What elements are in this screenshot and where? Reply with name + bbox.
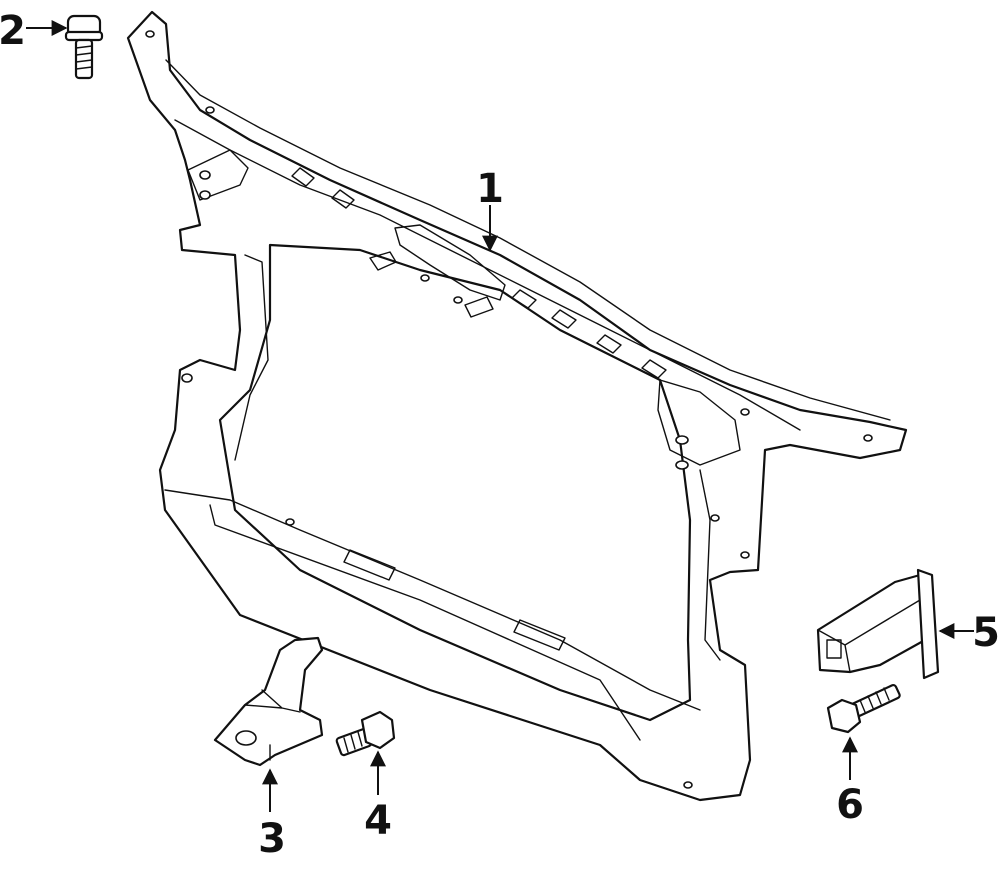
- latch-tab-right: [464, 296, 494, 318]
- latch-bracket: [394, 224, 506, 301]
- hole: [145, 30, 155, 38]
- top-rail-line: [165, 59, 891, 421]
- callout-6-label: 6: [836, 782, 864, 828]
- hole: [740, 551, 750, 559]
- bolt-4-head: [360, 710, 396, 750]
- rail-slot-5: [596, 334, 622, 354]
- bracket-5-face: [817, 599, 921, 673]
- bolt-6-head: [826, 698, 862, 734]
- callout-3-label: 3: [258, 816, 286, 862]
- right-post-line: [699, 469, 721, 661]
- callout-1-label: 1: [476, 166, 504, 212]
- left-upper-bracket: [187, 149, 249, 201]
- hole: [199, 190, 211, 200]
- hole: [683, 781, 693, 789]
- bracket-3-edge: [244, 689, 301, 761]
- rail-slot-1: [291, 167, 315, 187]
- rail-slot-2: [331, 189, 355, 209]
- bolt-part-2[interactable]: [64, 14, 104, 80]
- bracket-5-plate: [916, 568, 940, 680]
- rail-slot-6: [641, 359, 667, 379]
- lower-beam-top: [164, 489, 701, 711]
- lower-slot-1: [343, 549, 396, 581]
- hole: [710, 514, 720, 522]
- bolt-2-thread: [75, 45, 93, 70]
- hole: [675, 435, 689, 445]
- bolt-part-6[interactable]: [826, 683, 901, 734]
- bracket-part-5[interactable]: [816, 568, 940, 680]
- bracket-3-body: [213, 636, 324, 767]
- callout-5-label: 5: [972, 610, 1000, 656]
- hole: [863, 434, 873, 442]
- bolt-part-4[interactable]: [335, 710, 396, 757]
- radiator-support-frame[interactable]: [126, 10, 908, 802]
- hole: [420, 274, 430, 282]
- bracket-5-slot: [826, 639, 842, 659]
- hole: [675, 460, 689, 470]
- frame-opening: [218, 243, 692, 722]
- latch-tab-left: [369, 251, 397, 271]
- bracket-part-3[interactable]: [213, 636, 324, 767]
- right-upper-bracket: [657, 379, 741, 466]
- hole: [285, 518, 295, 526]
- hole: [740, 408, 750, 416]
- lower-slot-2: [513, 619, 566, 651]
- bolt-4-thread: [343, 731, 363, 753]
- hole: [453, 296, 463, 304]
- rail-slot-4: [551, 309, 577, 329]
- lower-beam-edge: [209, 504, 641, 741]
- callout-4-label: 4: [364, 798, 392, 844]
- callout-2-label: 2: [0, 8, 26, 54]
- bolt-6-thread: [859, 687, 890, 713]
- bolt-2-washer: [64, 30, 104, 42]
- hole: [199, 170, 211, 180]
- rail-slot-3: [511, 289, 537, 309]
- hole: [181, 373, 193, 383]
- hole: [205, 106, 215, 114]
- bracket-5-body: [816, 573, 927, 674]
- left-post-line: [234, 254, 269, 461]
- bracket-3-hole: [235, 730, 257, 746]
